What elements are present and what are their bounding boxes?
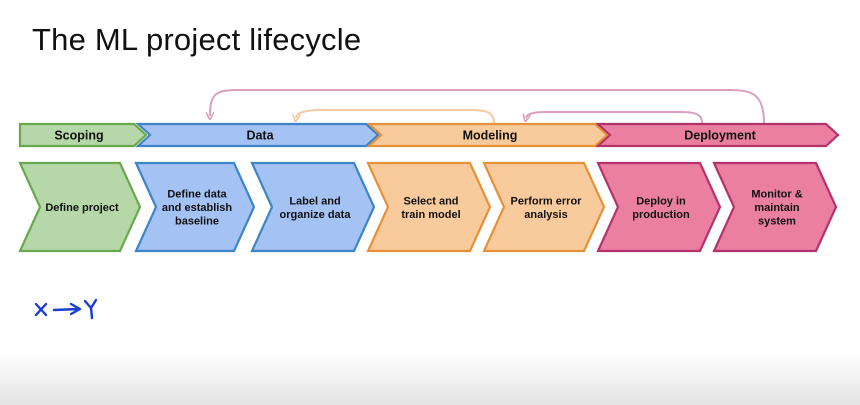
phase-data-label: Data xyxy=(246,129,274,143)
phase-deployment-shape xyxy=(595,122,840,148)
step-deploy-production-label-line: Deploy in xyxy=(636,195,686,207)
phase-modeling: Modeling xyxy=(366,122,609,148)
slide-title: The ML project lifecycle xyxy=(32,22,362,57)
phase-scoping: Scoping xyxy=(18,122,148,148)
phase-modeling-shape xyxy=(366,122,609,148)
step-define-data-shape xyxy=(134,161,256,253)
phase-modeling-label: Modeling xyxy=(463,129,518,143)
step-define-data-label-line: baseline xyxy=(175,216,219,228)
step-monitor-maintain-label-line: system xyxy=(758,216,796,228)
phase-banner: Scoping Data Modeling Deployment xyxy=(18,122,840,148)
step-label-organize: Label and organize data xyxy=(250,161,376,253)
modeling-to-data-arrow xyxy=(296,109,495,124)
ink-stroke xyxy=(69,302,82,316)
step-define-project: Define project xyxy=(18,161,142,253)
step-define-project-shape xyxy=(18,161,142,253)
phase-scoping-shape xyxy=(18,122,148,148)
step-select-train-label-line: Select and xyxy=(403,195,458,207)
step-select-train: Select and train model xyxy=(366,161,492,253)
phase-data: Data xyxy=(135,122,380,148)
step-error-analysis-label-line: Perform error xyxy=(511,195,583,207)
step-deploy-production: Deploy in production xyxy=(596,161,722,253)
step-deploy-production-shape xyxy=(596,161,722,253)
step-define-data-label-line: and establish xyxy=(162,202,233,214)
step-monitor-maintain: Monitor &maintain system xyxy=(712,161,838,253)
step-label-organize-label-line: organize data xyxy=(280,209,352,221)
phase-scoping-label: Scoping xyxy=(54,129,103,143)
feedback-arrows xyxy=(210,89,765,124)
step-error-analysis-label-line: analysis xyxy=(524,209,567,221)
deployment-to-data-arrow xyxy=(210,89,765,124)
step-error-analysis: Perform error analysis xyxy=(482,161,606,253)
phase-data-shape xyxy=(135,122,380,148)
ink-stroke xyxy=(83,298,98,310)
step-monitor-maintain-label-line: maintain xyxy=(754,202,800,214)
deployment-to-modeling-arrow xyxy=(526,111,703,124)
step-define-project-label-line: Define project xyxy=(45,202,119,214)
ink-stroke xyxy=(89,306,94,320)
ink-stroke xyxy=(52,307,81,312)
step-error-analysis-shape xyxy=(482,161,606,253)
step-monitor-maintain-shape xyxy=(712,161,838,253)
handwritten-annotation xyxy=(34,298,98,320)
ink-stroke xyxy=(34,302,48,317)
step-define-data-label-line: Define data xyxy=(167,189,227,201)
step-monitor-maintain-label-line: Monitor & xyxy=(751,189,802,201)
step-label-organize-shape xyxy=(250,161,376,253)
phase-deployment-label: Deployment xyxy=(684,129,756,143)
step-label-organize-label-line: Label and xyxy=(289,195,340,207)
step-deploy-production-label-line: production xyxy=(632,209,690,221)
step-select-train-label-line: train model xyxy=(401,209,460,221)
phase-deployment: Deployment xyxy=(595,122,840,148)
step-select-train-shape xyxy=(366,161,492,253)
